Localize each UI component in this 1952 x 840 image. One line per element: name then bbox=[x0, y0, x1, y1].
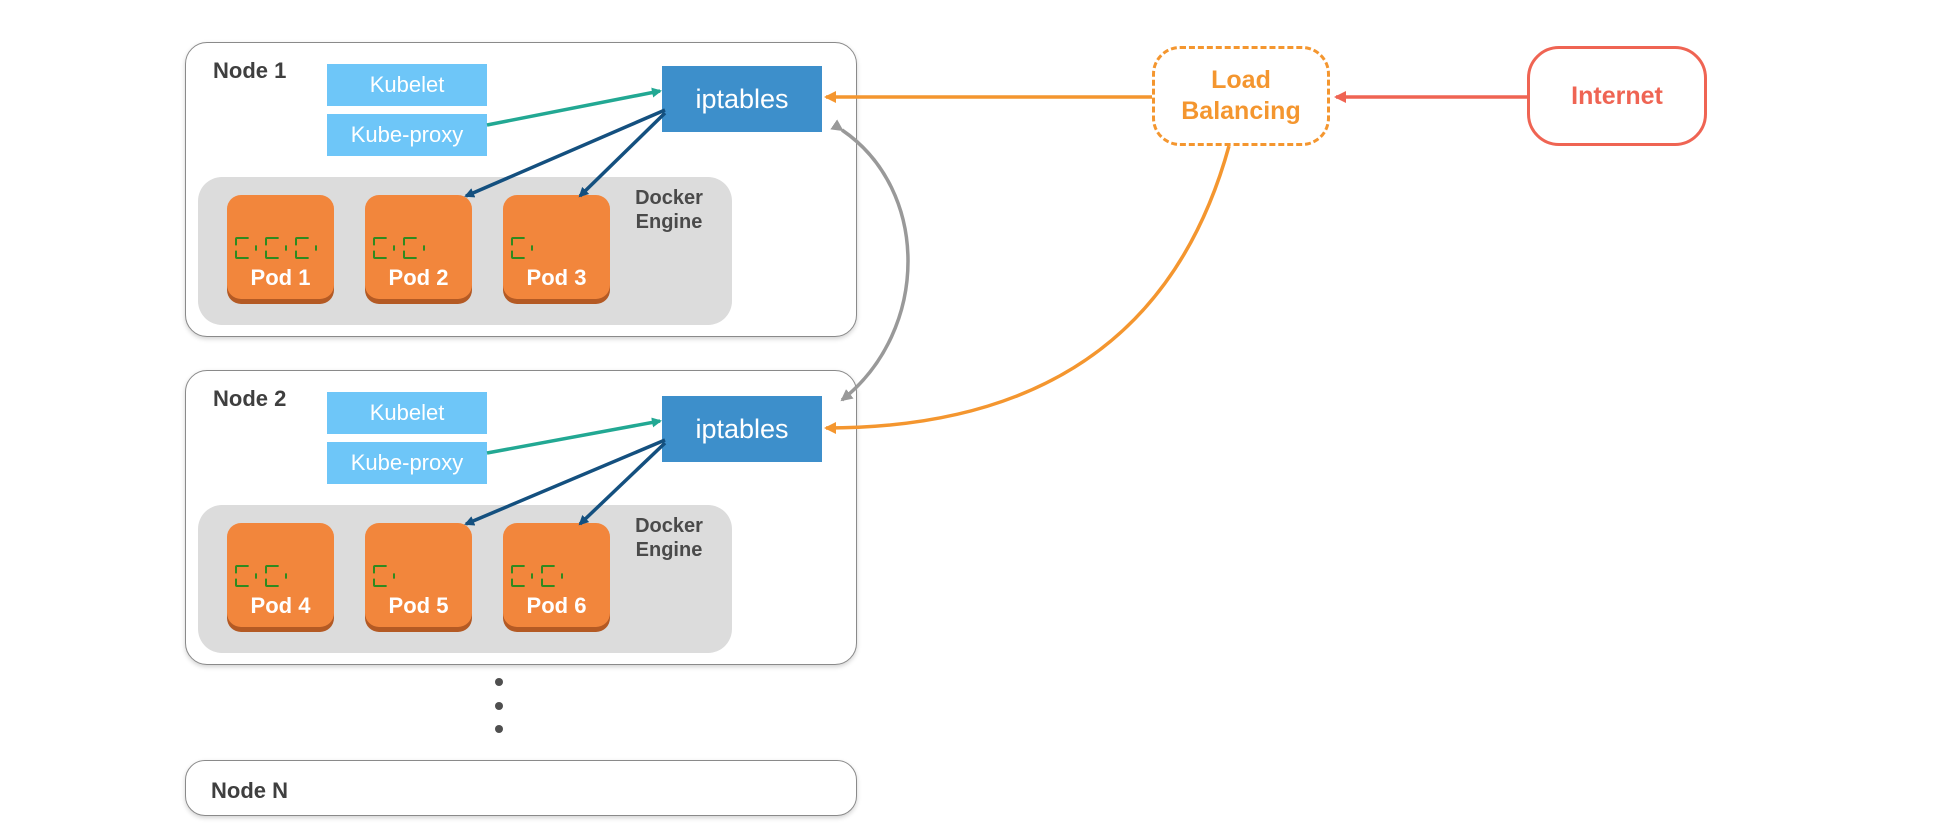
container-icon bbox=[373, 565, 395, 587]
pod-1: Pod 1 bbox=[227, 195, 334, 299]
load-balancing-line2: Balancing bbox=[1181, 97, 1301, 125]
container-icon bbox=[511, 237, 533, 259]
node-1-kubelet: Kubelet bbox=[327, 64, 487, 106]
node-2-label: Node 2 bbox=[213, 386, 287, 411]
node-2-kube-proxy: Kube-proxy bbox=[327, 442, 487, 484]
node-n-label: Node N bbox=[211, 778, 288, 803]
pod-5: Pod 5 bbox=[365, 523, 472, 627]
container-icon bbox=[403, 237, 425, 259]
container-icon bbox=[541, 565, 563, 587]
pod-4-label: Pod 4 bbox=[250, 593, 311, 618]
container-icon bbox=[295, 237, 317, 259]
load-balancing: Load Balancing bbox=[1152, 46, 1330, 146]
container-icon bbox=[235, 565, 257, 587]
lb-to-node-2-arrow bbox=[824, 145, 1231, 434]
pod-2-label: Pod 2 bbox=[388, 265, 449, 290]
node-2-iptables: iptables bbox=[662, 396, 822, 462]
node-1-label: Node 1 bbox=[213, 58, 287, 83]
node-n bbox=[185, 760, 857, 816]
ellipsis-dot-2 bbox=[495, 702, 503, 710]
pod-6-label: Pod 6 bbox=[526, 593, 587, 618]
container-icon bbox=[265, 237, 287, 259]
pod-5-label: Pod 5 bbox=[388, 593, 449, 618]
container-icon bbox=[511, 565, 533, 587]
pod-4: Pod 4 bbox=[227, 523, 334, 627]
container-icon bbox=[265, 565, 287, 587]
node-1-kube-proxy: Kube-proxy bbox=[327, 114, 487, 156]
pod-3-label: Pod 3 bbox=[526, 265, 587, 290]
pod-3: Pod 3 bbox=[503, 195, 610, 299]
container-icon bbox=[373, 237, 395, 259]
container-icon bbox=[235, 237, 257, 259]
pod-2: Pod 2 bbox=[365, 195, 472, 299]
ellipsis-dot-3 bbox=[495, 725, 503, 733]
ellipsis-dot-1 bbox=[495, 678, 503, 686]
load-balancing-line1: Load bbox=[1211, 66, 1271, 94]
pod-1-label: Pod 1 bbox=[250, 265, 311, 290]
node-2-kubelet: Kubelet bbox=[327, 392, 487, 434]
internet: Internet bbox=[1527, 46, 1707, 146]
node-1-iptables: iptables bbox=[662, 66, 822, 132]
pod-6: Pod 6 bbox=[503, 523, 610, 627]
